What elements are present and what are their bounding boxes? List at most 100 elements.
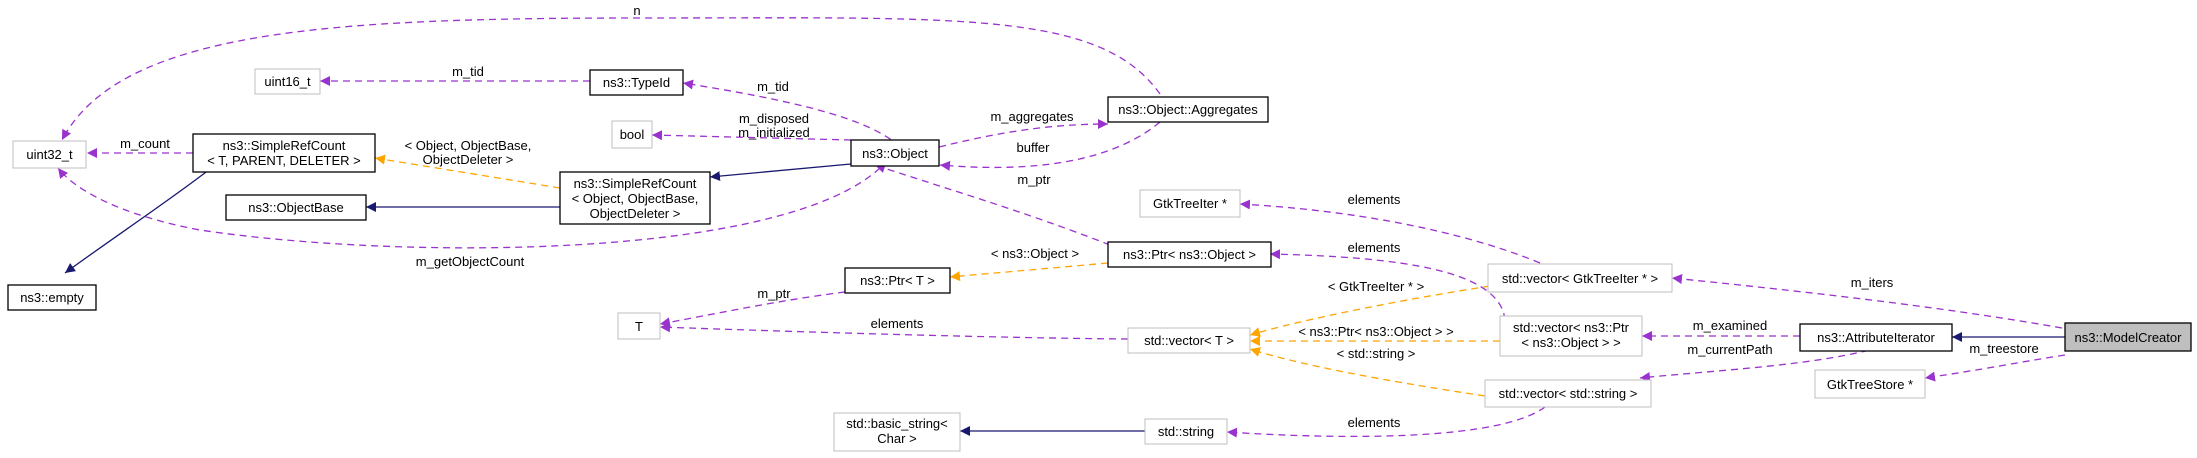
- node-vector-ptr-object[interactable]: std::vector< ns3::Ptr < ns3::Object > >: [1499, 315, 1643, 357]
- svg-text:std::vector< std::string >: std::vector< std::string >: [1499, 386, 1638, 401]
- svg-text:ns3::Object: ns3::Object: [862, 146, 928, 161]
- label-tpl-ns3-object: < ns3::Object >: [991, 246, 1079, 261]
- svg-text:ns3::empty: ns3::empty: [20, 290, 84, 305]
- svg-text:ns3::TypeId: ns3::TypeId: [603, 75, 670, 90]
- node-gtktreestore[interactable]: GtkTreeStore *: [1814, 369, 1926, 399]
- node-modelcreator[interactable]: ns3::ModelCreator: [2064, 322, 2192, 352]
- node-object[interactable]: ns3::Object: [850, 139, 940, 167]
- svg-text:ns3::ModelCreator: ns3::ModelCreator: [2075, 330, 2183, 345]
- svg-text:< ns3::Object > >: < ns3::Object > >: [1521, 335, 1620, 350]
- edge-m-disposed: [651, 130, 852, 141]
- node-gtktreeiter[interactable]: GtkTreeIter *: [1139, 189, 1241, 218]
- svg-text:std::vector< T >: std::vector< T >: [1144, 333, 1234, 348]
- node-simplerefcount-object[interactable]: ns3::SimpleRefCount < Object, ObjectBase…: [559, 171, 711, 225]
- edge-m-ptr-object: [874, 163, 1111, 246]
- node-empty[interactable]: ns3::empty: [7, 284, 97, 311]
- label-tpl-gtk: < GtkTreeIter * >: [1328, 279, 1424, 294]
- node-uint32-t[interactable]: uint32_t: [12, 140, 87, 169]
- label-tpl-object-1: < Object, ObjectBase,: [405, 138, 532, 153]
- node-attributeiterator[interactable]: ns3::AttributeIterator: [1799, 323, 1953, 352]
- edge-m-iters: [1671, 274, 2063, 329]
- label-m-count: m_count: [120, 136, 170, 151]
- svg-text:std::vector< ns3::Ptr: std::vector< ns3::Ptr: [1513, 320, 1630, 335]
- svg-text:GtkTreeIter *: GtkTreeIter *: [1153, 196, 1227, 211]
- edge-inh-object-srefcount: [709, 163, 852, 182]
- node-uint16-t[interactable]: uint16_t: [254, 68, 321, 95]
- edge-m-treestore: [1924, 354, 2066, 382]
- node-std-string[interactable]: std::string: [1144, 418, 1228, 445]
- edge-m-currentpath: [1639, 346, 1881, 382]
- label-n: n: [633, 3, 640, 18]
- edge-elements-ptr: [1269, 249, 1506, 321]
- label-m-disposed: m_disposed: [739, 111, 809, 126]
- edge-m-ptr-t: [659, 291, 846, 328]
- svg-text:ns3::Ptr< ns3::Object >: ns3::Ptr< ns3::Object >: [1123, 247, 1256, 262]
- label-m-treestore: m_treestore: [1969, 341, 2038, 356]
- svg-text:ns3::SimpleRefCount: ns3::SimpleRefCount: [574, 176, 697, 191]
- label-tpl-ptr: < ns3::Ptr< ns3::Object > >: [1298, 324, 1453, 339]
- svg-text:std::basic_string<: std::basic_string<: [846, 416, 948, 431]
- edge-elements-t: [659, 322, 1129, 340]
- svg-text:std::string: std::string: [1158, 424, 1214, 439]
- svg-text:GtkTreeStore *: GtkTreeStore *: [1827, 377, 1913, 392]
- node-vector-string[interactable]: std::vector< std::string >: [1484, 379, 1652, 408]
- label-m-examined: m_examined: [1693, 318, 1767, 333]
- label-m-iters: m_iters: [1851, 275, 1894, 290]
- edge-tpl-ns3-object: [949, 262, 1109, 282]
- edge-m-tid-object-typeid: [682, 79, 901, 148]
- svg-text:bool: bool: [620, 127, 645, 142]
- edge-n: [61, 17, 1161, 141]
- label-m-getobjectcount: m_getObjectCount: [416, 254, 525, 269]
- node-vector-gtktreeiter[interactable]: std::vector< GtkTreeIter * >: [1487, 263, 1673, 293]
- svg-text:< Object, ObjectBase,: < Object, ObjectBase,: [572, 191, 699, 206]
- label-buffer: buffer: [1016, 140, 1050, 155]
- node-basic-string[interactable]: std::basic_string< Char >: [833, 412, 961, 452]
- edges: [57, 17, 2066, 438]
- label-m-tid-2: m_tid: [757, 79, 789, 94]
- svg-text:uint32_t: uint32_t: [26, 147, 73, 162]
- svg-text:< T, PARENT, DELETER >: < T, PARENT, DELETER >: [207, 153, 360, 168]
- node-typeid[interactable]: ns3::TypeId: [589, 69, 684, 96]
- label-elements-ptr: elements: [1348, 240, 1401, 255]
- label-elements-t: elements: [871, 316, 924, 331]
- node-t[interactable]: T: [617, 312, 661, 340]
- svg-text:ns3::ObjectBase: ns3::ObjectBase: [248, 200, 343, 215]
- svg-text:T: T: [635, 319, 643, 334]
- svg-text:ns3::SimpleRefCount: ns3::SimpleRefCount: [223, 138, 346, 153]
- label-m-tid-1: m_tid: [452, 64, 484, 79]
- node-object-aggregates[interactable]: ns3::Object::Aggregates: [1107, 96, 1269, 123]
- svg-text:ns3::Ptr< T >: ns3::Ptr< T >: [860, 273, 935, 288]
- nodes: uint32_t uint16_t ns3::TypeId ns3::Objec…: [7, 68, 2192, 452]
- label-m-ptr-2: m_ptr: [757, 286, 791, 301]
- node-simplerefcount-template[interactable]: ns3::SimpleRefCount < T, PARENT, DELETER…: [192, 133, 376, 173]
- node-bool[interactable]: bool: [611, 120, 653, 149]
- node-vector-t[interactable]: std::vector< T >: [1127, 327, 1251, 354]
- edge-elements-str: [1226, 406, 1546, 438]
- edge-elements-gtk: [1239, 199, 1541, 264]
- edge-tpl-srefcount: [374, 154, 561, 189]
- svg-text:ns3::Object::Aggregates: ns3::Object::Aggregates: [1118, 102, 1258, 117]
- svg-text:std::vector< GtkTreeIter * >: std::vector< GtkTreeIter * >: [1502, 271, 1658, 286]
- label-m-ptr-1: m_ptr: [1017, 172, 1051, 187]
- label-m-aggregates: m_aggregates: [990, 109, 1074, 124]
- label-tpl-object-2: ObjectDeleter >: [423, 152, 514, 167]
- edge-buffer: [939, 121, 1161, 171]
- edge-m-getobjectcount: [57, 167, 881, 249]
- label-m-currentpath: m_currentPath: [1687, 342, 1772, 357]
- edge-labels: n m_tid m_tid m_count m_aggregates buffe…: [120, 3, 2039, 430]
- edge-m-aggregates: [938, 119, 1109, 148]
- svg-text:ns3::AttributeIterator: ns3::AttributeIterator: [1817, 330, 1935, 345]
- node-ptr-object[interactable]: ns3::Ptr< ns3::Object >: [1107, 241, 1272, 268]
- svg-text:Char >: Char >: [877, 431, 916, 446]
- node-ptr-t[interactable]: ns3::Ptr< T >: [844, 267, 951, 294]
- label-tpl-string: < std::string >: [1337, 346, 1416, 361]
- edge-tpl-string: [1249, 347, 1486, 397]
- label-elements-gtk: elements: [1348, 192, 1401, 207]
- node-objectbase[interactable]: ns3::ObjectBase: [225, 194, 367, 221]
- label-elements-str: elements: [1348, 415, 1401, 430]
- svg-text:uint16_t: uint16_t: [264, 74, 311, 89]
- svg-text:ObjectDeleter >: ObjectDeleter >: [590, 206, 681, 221]
- edge-inh-srefcount-empty: [64, 168, 211, 274]
- edge-tpl-gtk: [1249, 285, 1491, 337]
